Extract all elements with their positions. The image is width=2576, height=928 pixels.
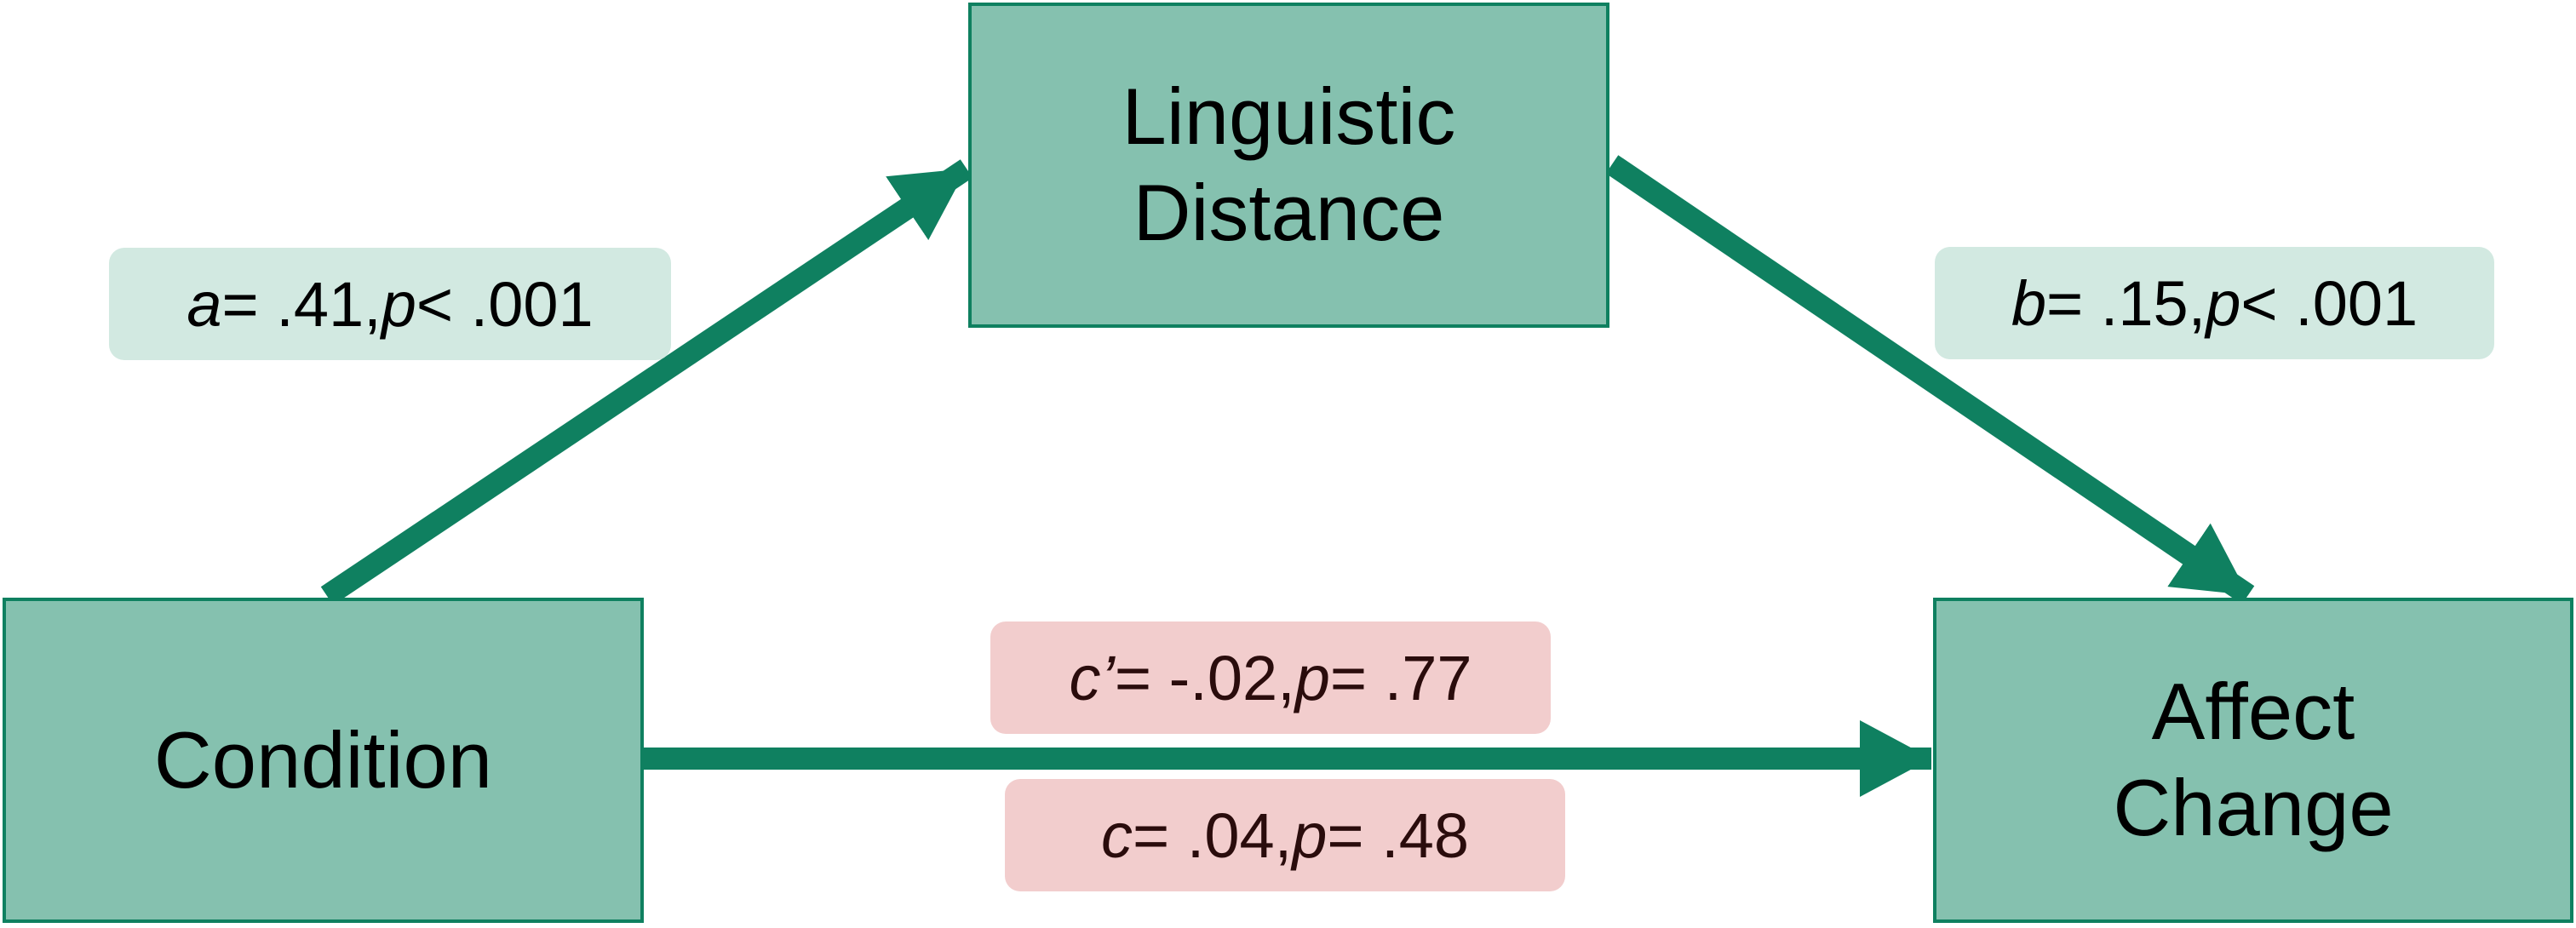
path-c-prime-symbol: c’ bbox=[1069, 642, 1115, 713]
path-c-symbol: c bbox=[1100, 799, 1133, 871]
path-c-p-value: = .48 bbox=[1327, 799, 1470, 871]
path-a-coefficient-label: a = .41, p < .001 bbox=[109, 248, 671, 360]
path-b-p-value: < .001 bbox=[2240, 267, 2418, 339]
outcome-label-line-2: Change bbox=[2113, 763, 2394, 852]
path-c-coefficient-label: c = .04, p = .48 bbox=[1005, 779, 1565, 891]
outcome-node: Affect Change bbox=[1933, 598, 2573, 923]
mediator-node: Linguistic Distance bbox=[968, 3, 1609, 328]
path-b-value: = .15, bbox=[2045, 267, 2206, 339]
path-c-prime-p-symbol: p bbox=[1294, 642, 1330, 713]
path-b-p-symbol: p bbox=[2206, 267, 2241, 339]
path-c-value: = .04, bbox=[1132, 799, 1293, 871]
path-c-p-symbol: p bbox=[1292, 799, 1328, 871]
path-a-p-symbol: p bbox=[381, 268, 416, 340]
path-a-symbol: a bbox=[186, 268, 222, 340]
mediator-label-line-2: Distance bbox=[1133, 168, 1445, 257]
predictor-node: Condition bbox=[3, 598, 644, 923]
path-c-prime-value: = -.02, bbox=[1114, 642, 1295, 713]
path-a-value: = .41, bbox=[221, 268, 382, 340]
path-c-prime-coefficient-label: c’ = -.02, p = .77 bbox=[990, 622, 1551, 734]
path-c-prime-p-value: = .77 bbox=[1329, 642, 1472, 713]
outcome-label-line-1: Affect bbox=[2151, 667, 2355, 757]
arrow-b-distance-to-affect bbox=[1605, 155, 2255, 604]
path-a-p-value: < .001 bbox=[416, 268, 594, 340]
path-b-coefficient-label: b = .15, p < .001 bbox=[1935, 247, 2494, 359]
arrow-a-condition-to-distance bbox=[320, 159, 973, 605]
path-b-symbol: b bbox=[2011, 267, 2046, 339]
mediator-label-line-1: Linguistic bbox=[1122, 72, 1456, 162]
predictor-label: Condition bbox=[153, 714, 493, 805]
